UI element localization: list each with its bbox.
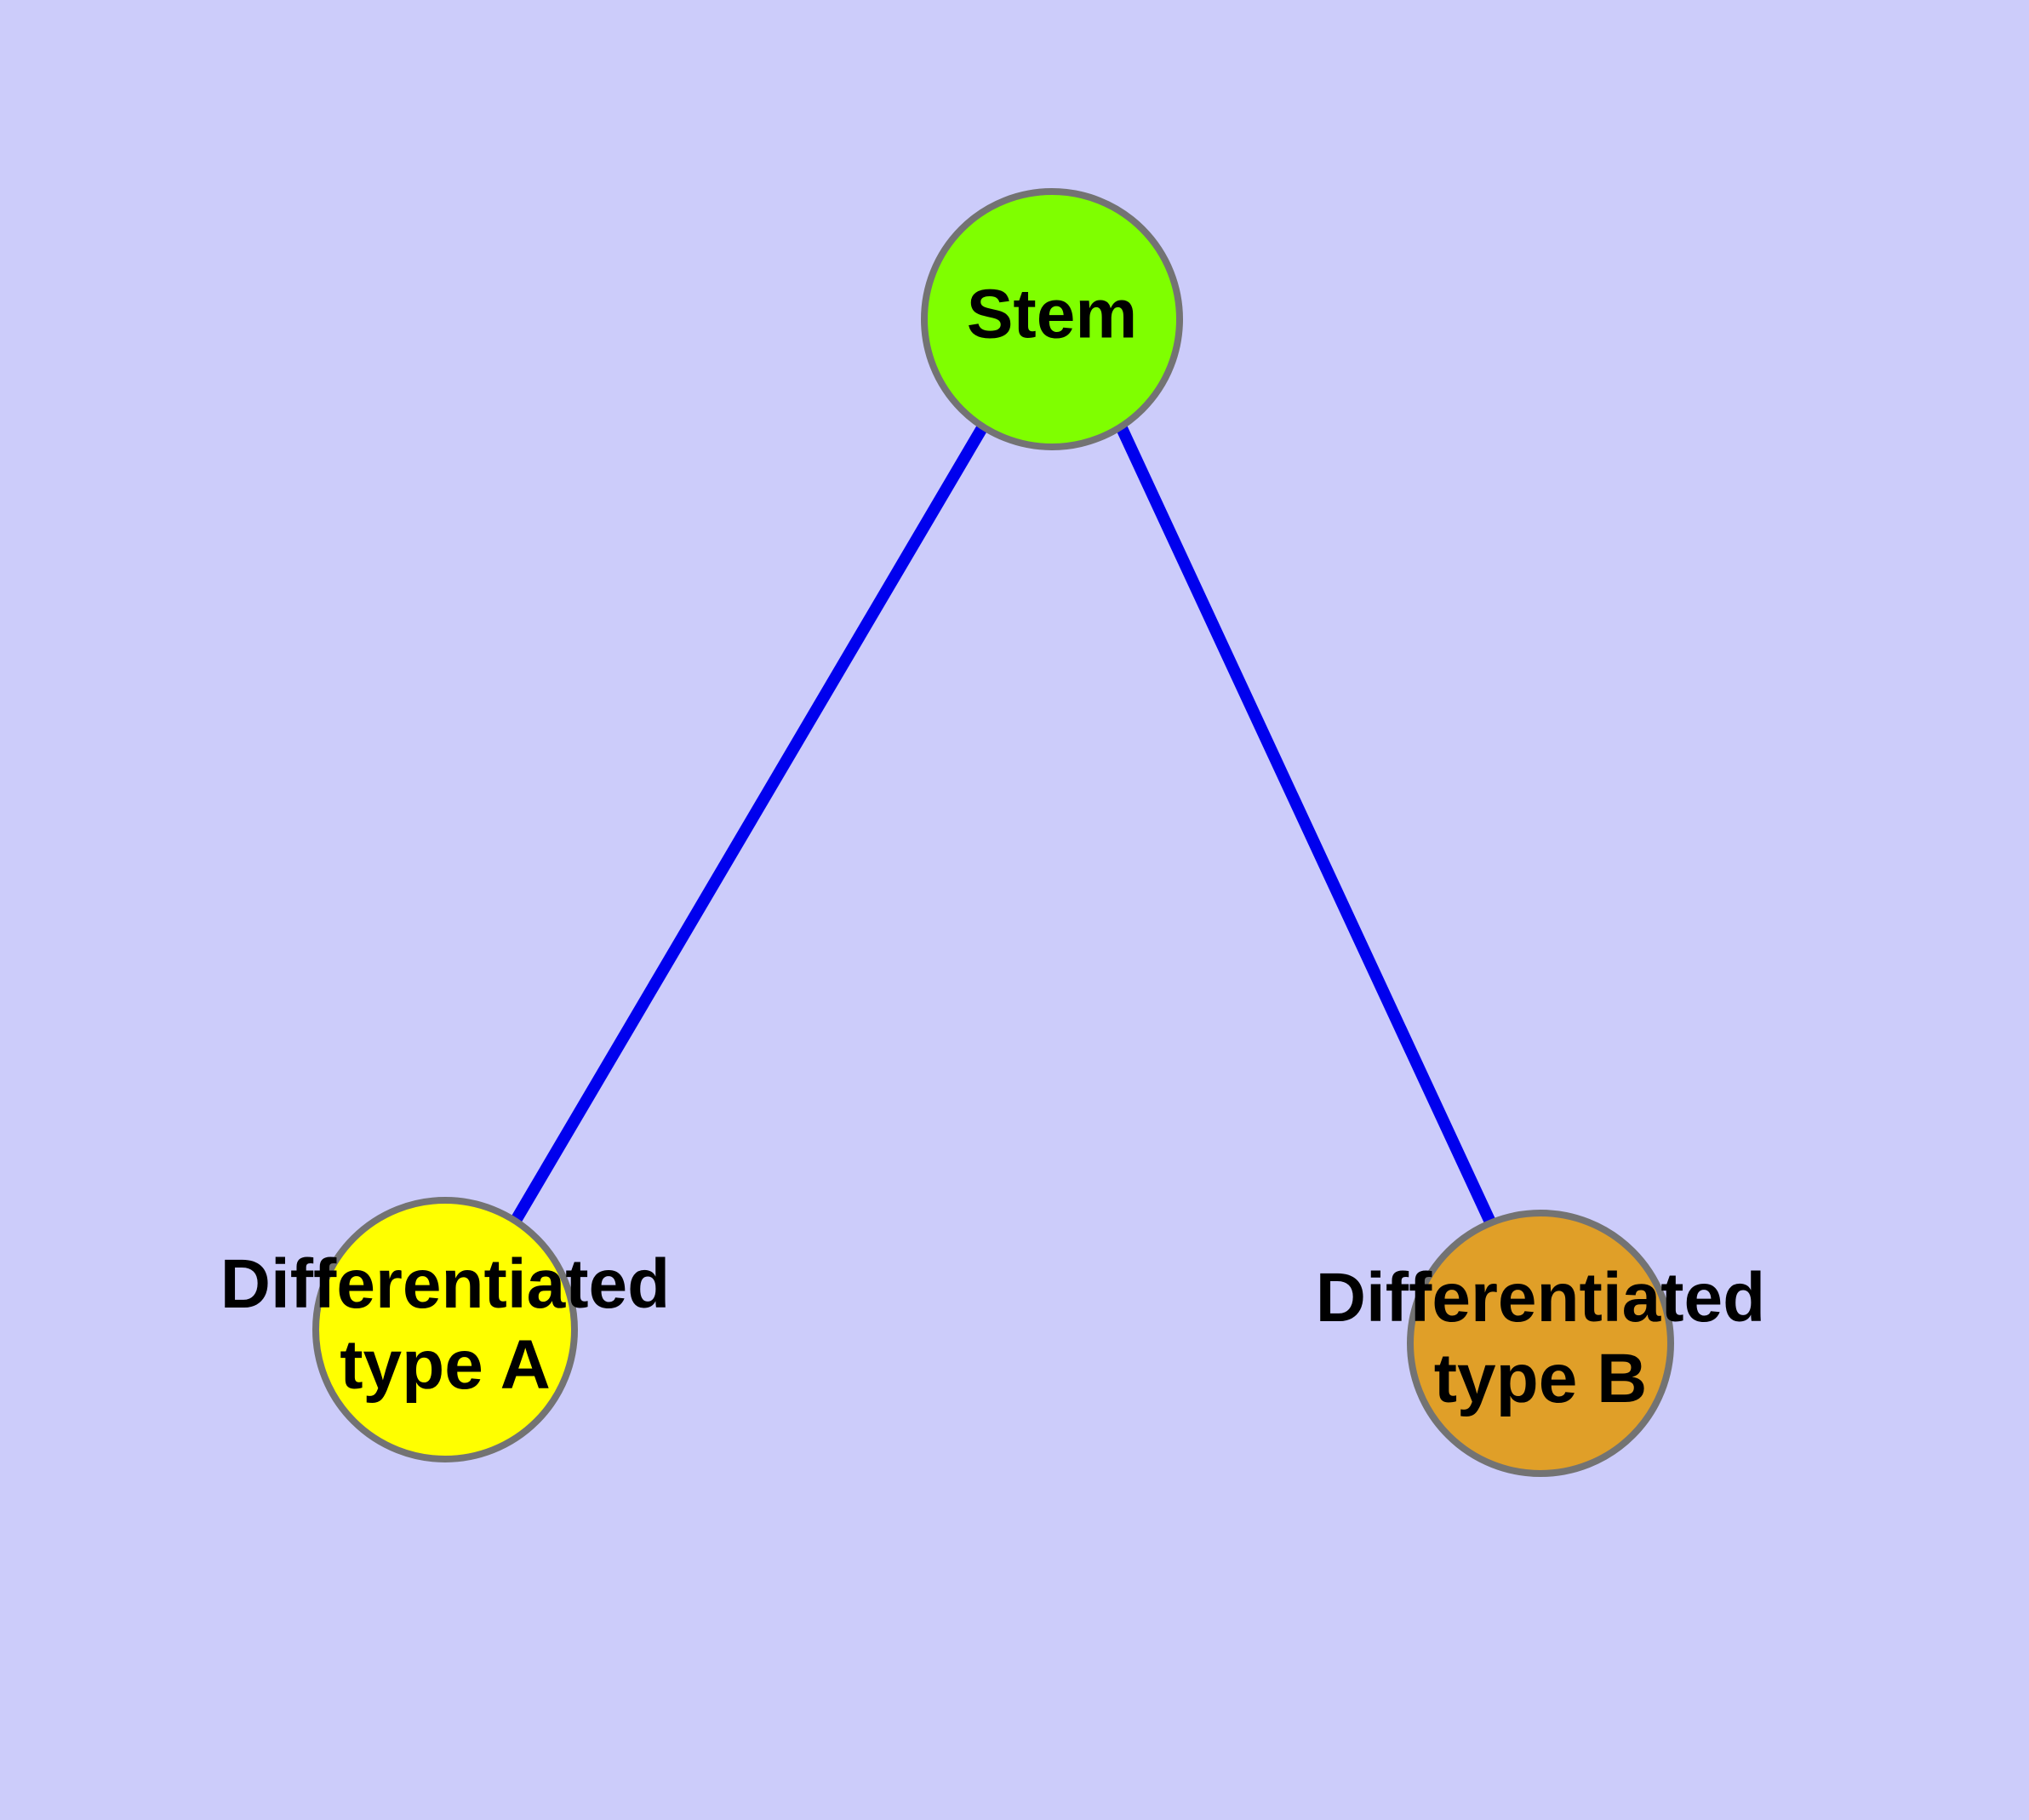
node-label-diff_a-line-2: type A: [340, 1326, 551, 1404]
node-label-diff_b-line-2: type B: [1434, 1340, 1648, 1417]
node-circle-stem[interactable]: [921, 188, 1183, 450]
edge-stem-diff-b: [1116, 426, 1499, 1230]
edges-group: [508, 423, 1499, 1230]
edge-stem-diff-a: [508, 423, 989, 1227]
graph-node-stem[interactable]: Stem: [921, 188, 1183, 450]
node-circle-diff_a[interactable]: [312, 1197, 578, 1462]
node-circle-diff_b[interactable]: [1407, 1210, 1674, 1477]
node-label-diff_a-line-1: Differentiated: [220, 1245, 671, 1323]
node-label-stem-line-1: Stem: [967, 276, 1138, 353]
node-label-diff_b-line-1: Differentiated: [1316, 1259, 1766, 1336]
